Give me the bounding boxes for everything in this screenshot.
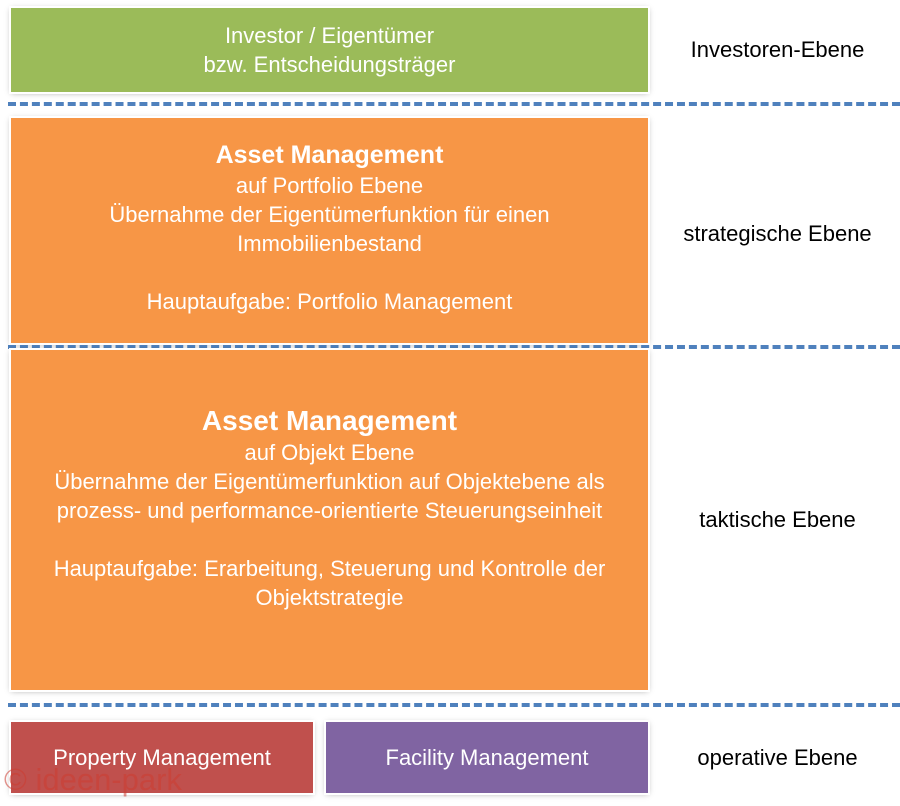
level-label-tactical: taktische Ebene bbox=[699, 507, 856, 532]
portfolio-heading: Asset Management bbox=[215, 141, 444, 169]
divider-investor-strategic bbox=[8, 102, 900, 106]
level-label-operative: operative Ebene bbox=[697, 745, 858, 770]
investor-title: Investor / Eigentümer bbox=[224, 23, 435, 48]
object-heading: Asset Management bbox=[201, 405, 458, 436]
investor-subtitle: bzw. Entscheidungsträger bbox=[203, 52, 456, 77]
divider-tactical-operative bbox=[8, 703, 900, 707]
investor-box: Investor / Eigentümer bzw. Entscheidungs… bbox=[11, 8, 648, 92]
object-level: auf Objekt Ebene bbox=[244, 440, 415, 465]
copyright-watermark: © ideen-park bbox=[4, 762, 182, 797]
asset-management-object-box: Asset Management auf Objekt Ebene Überna… bbox=[11, 350, 648, 690]
object-description-2: prozess- und performance-orientierte Ste… bbox=[56, 498, 603, 523]
portfolio-main-task: Hauptaufgabe: Portfolio Management bbox=[146, 289, 513, 314]
portfolio-description-2: Immobilienbestand bbox=[237, 231, 422, 256]
facility-management-box: Facility Management bbox=[326, 722, 648, 793]
level-label-investor: Investoren-Ebene bbox=[690, 37, 865, 62]
property-management-label: Property Management bbox=[53, 745, 271, 770]
asset-management-portfolio-box: Asset Management auf Portfolio Ebene Übe… bbox=[11, 118, 648, 343]
object-description-1: Übernahme der Eigentümerfunktion auf Obj… bbox=[54, 469, 605, 494]
facility-management-label: Facility Management bbox=[385, 745, 589, 770]
property-management-box: Property Management bbox=[11, 722, 313, 793]
portfolio-description-1: Übernahme der Eigentümerfunktion für ein… bbox=[109, 202, 550, 227]
object-main-task-2: Objektstrategie bbox=[255, 585, 404, 610]
portfolio-level: auf Portfolio Ebene bbox=[235, 173, 424, 198]
level-label-strategic: strategische Ebene bbox=[683, 221, 872, 246]
divider-strategic-tactical bbox=[8, 345, 900, 349]
object-main-task-1: Hauptaufgabe: Erarbeitung, Steuerung und… bbox=[53, 556, 606, 581]
